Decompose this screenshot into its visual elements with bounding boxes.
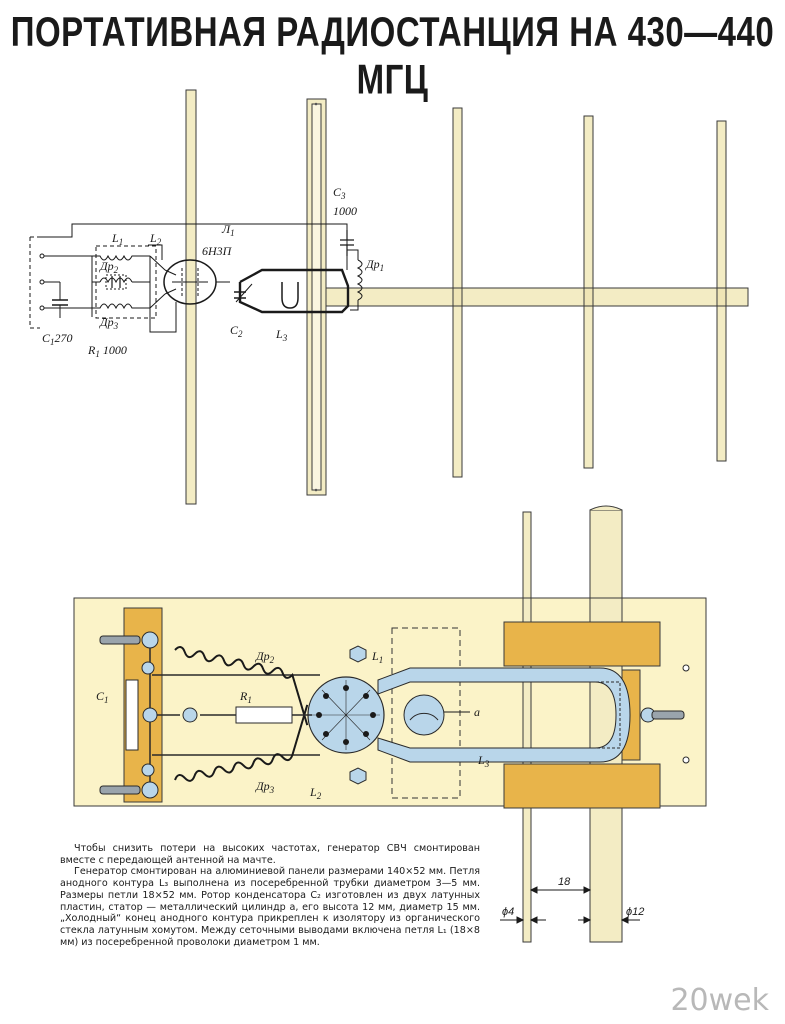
assembly-dr2-label: Др [255,649,270,663]
c1-label: C [42,331,51,345]
assembly-l1-label: L [371,649,379,663]
c2-label: C [230,323,239,337]
resistor-r1 [235,706,293,724]
nuts [349,645,367,785]
svg-text:Л1: Л1 [221,222,235,238]
dimension-spacing: 18 [558,876,571,888]
circuit-schematic [29,223,363,333]
svg-text:L2: L2 [149,231,162,247]
svg-text:C1270: C1270 [42,331,73,347]
page-title: ПОРТАТИВНАЯ РАДИОСТАНЦИЯ НА 430—440 МГЦ [10,8,775,103]
dr1-label: Др [365,257,380,271]
svg-text:Др3: Др3 [99,315,119,331]
dr3-label: Др [99,315,114,329]
l3-label: L [275,327,283,341]
lamp-type: 6Н3П [202,244,233,258]
svg-text:C3: C3 [333,185,346,201]
mounting-holes [682,664,690,764]
l3-loop [377,667,631,763]
clamp-bottom [503,763,661,809]
dimension-lines [500,886,640,924]
assembly-l3-label: L [477,753,485,767]
l2-label: L [149,231,157,245]
c3-label: C [333,185,342,199]
assembly-r1-label: R [239,689,248,703]
svg-text:R1: R1 [239,689,252,705]
svg-text:L1: L1 [371,649,383,665]
svg-text:Др2: Др2 [255,649,275,665]
assembly-c1-label: C [96,689,105,703]
svg-text:Др2: Др2 [99,259,119,275]
dr2-label: Др [99,259,114,273]
watermark: 20wek [670,983,769,1018]
capacitor-outline [391,627,461,799]
svg-text:L2: L2 [309,785,322,801]
assembly-labels: Др2 Др3 C1 R1 L1 L2 a L3 [96,649,490,801]
assembly-dr3-label: Др [255,779,270,793]
svg-text:Др1: Др1 [365,257,384,273]
svg-text:L3: L3 [477,753,490,769]
driven-element-rivets [314,102,318,492]
terminal-lugs [99,635,685,795]
stator-cylinder-a [403,694,445,736]
resistor-clip [182,707,198,723]
dimension-rod-diameter: ϕ4 [502,906,514,918]
r1-label: R [87,343,96,357]
assembly-drawing: Др2 Др3 C1 R1 L1 L2 a L3 18 ϕ4 ϕ12 [73,505,707,943]
svg-text:C2: C2 [230,323,243,339]
reflector-element [185,89,197,505]
lamp-label: Л [221,222,231,236]
boom [325,287,749,307]
l1-label: L [111,231,119,245]
dimension-mast-diameter: ϕ12 [626,906,644,918]
caption-paragraph-1: Чтобы снизить потери на высоких частотах… [60,843,480,866]
svg-text:C1: C1 [96,689,109,705]
svg-text:L3: L3 [275,327,288,343]
svg-text:L1: L1 [111,231,123,247]
c3-value: 1000 [333,204,357,218]
chokes [174,646,309,782]
assembly-a-label: a [474,705,480,719]
assembly-l2-label: L [309,785,317,799]
clamp-top [503,621,661,667]
svg-text:Др3: Др3 [255,779,275,795]
yagi-antenna [185,89,749,505]
socket-pins [316,685,376,745]
caption-paragraph-2: Генератор смонтирован на алюминиевой пан… [60,866,480,948]
caption-text: Чтобы снизить потери на высоких частотах… [60,843,480,948]
capacitor-c1 [125,679,139,751]
